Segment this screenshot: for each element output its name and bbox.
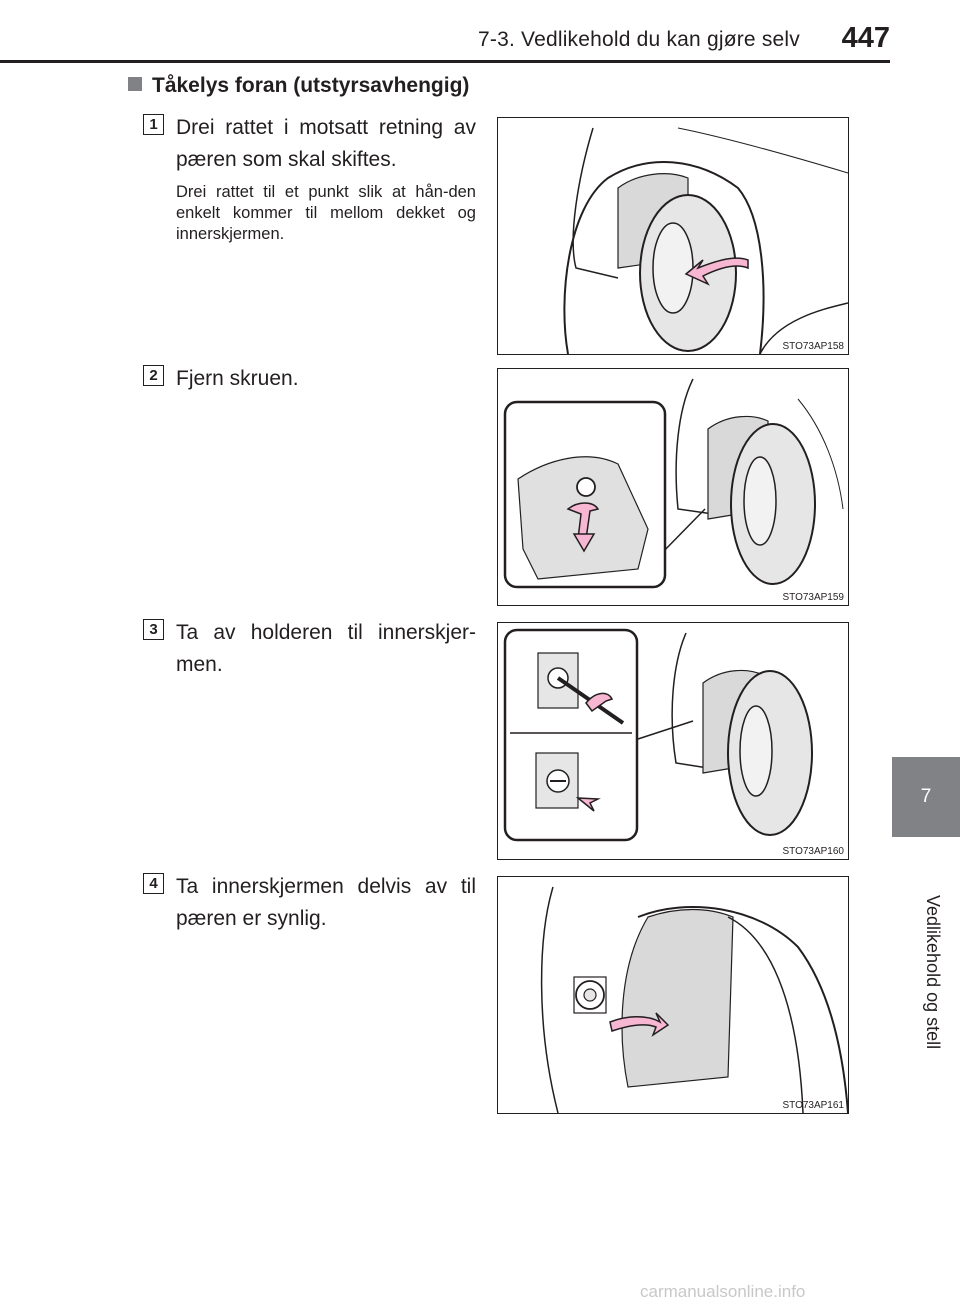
running-header: 7-3. Vedlikehold du kan gjøre selv: [478, 28, 800, 51]
step-2-text: Fjern skruen.: [176, 367, 299, 390]
inner-fender-illustration: [540, 886, 848, 1113]
watermark-url: carmanualsonline.info: [640, 1282, 806, 1301]
figure-step-2: STO73AP159: [497, 368, 849, 606]
step-3-text: Ta av holderen til innerskjer-men.: [176, 621, 476, 676]
remove-screw-illustration: [503, 378, 844, 589]
figure-step-4: STO73AP161: [497, 876, 849, 1114]
chapter-tab: 7: [892, 757, 960, 837]
header-rule: [0, 60, 890, 63]
chapter-label: Vedlikehold og stell: [923, 895, 943, 1050]
step-1-subtext: Drei rattet til et punkt slik at hån-den…: [176, 183, 476, 243]
step-4-text: Ta innerskjermen delvis av til pæren er …: [176, 875, 476, 930]
square-bullet-icon: [128, 77, 142, 91]
figure-code: STO73AP161: [782, 1100, 844, 1111]
remove-holder-illustration: [503, 628, 813, 842]
wheel-turned-illustration: [563, 127, 848, 354]
section-heading: Tåkelys foran (utstyrsavhengig): [128, 74, 469, 98]
step-1-badge: 1: [143, 114, 164, 135]
section-heading-text: Tåkelys foran (utstyrsavhengig): [152, 74, 470, 97]
figure-code: STO73AP160: [782, 846, 844, 857]
figure-step-1: STO73AP158: [497, 117, 849, 355]
figure-code: STO73AP158: [782, 341, 844, 352]
step-4-badge: 4: [143, 873, 164, 894]
page-number: 447: [841, 22, 890, 54]
chapter-number: 7: [920, 786, 932, 807]
step-1-text: Drei rattet i motsatt retning av pæren s…: [176, 116, 476, 171]
step-3-badge: 3: [143, 619, 164, 640]
figure-step-3: STO73AP160: [497, 622, 849, 860]
step-2-badge: 2: [143, 365, 164, 386]
figure-code: STO73AP159: [782, 592, 844, 603]
